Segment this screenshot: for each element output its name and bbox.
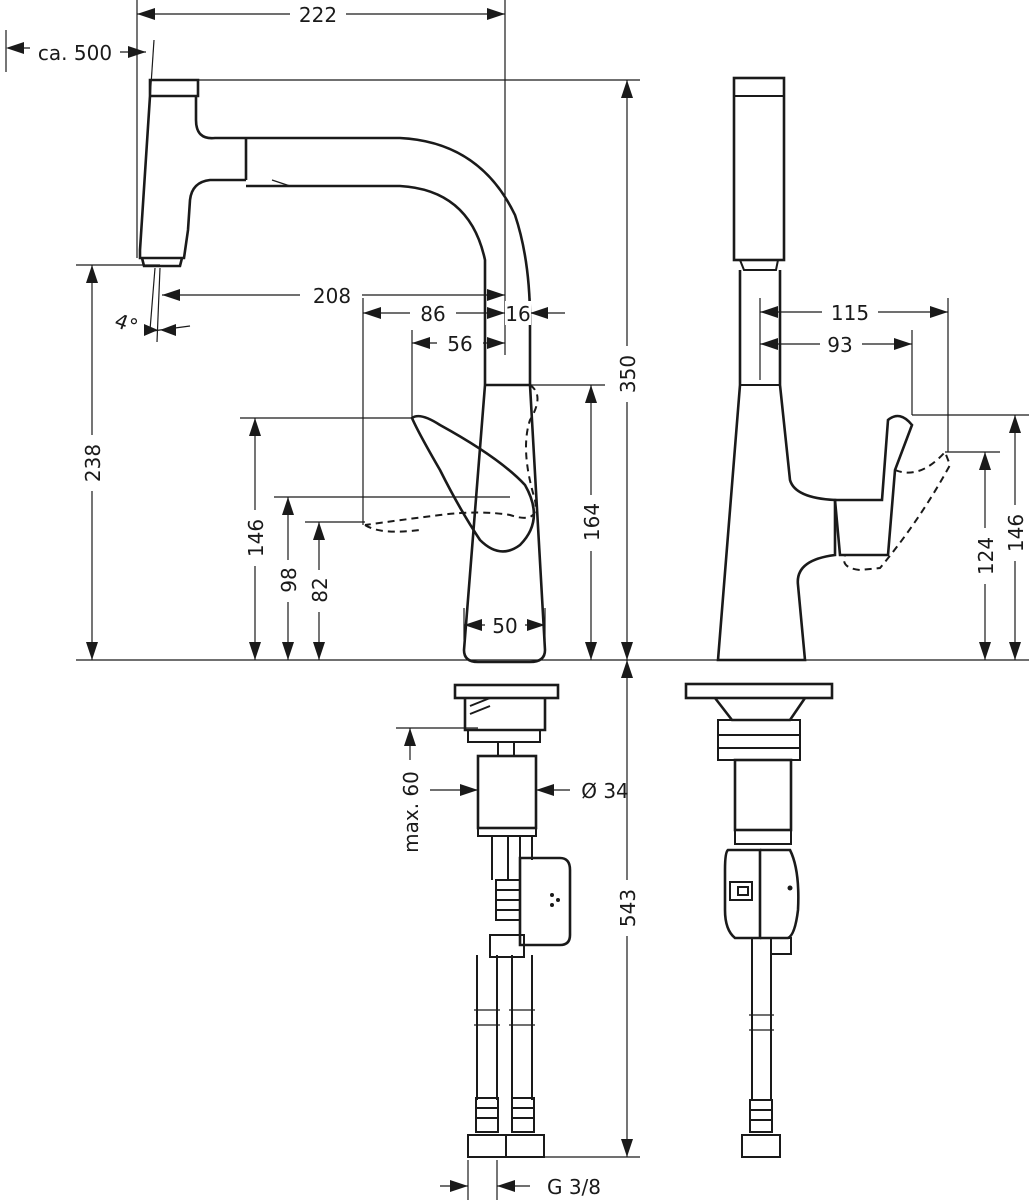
dim-50: 50 bbox=[492, 614, 517, 638]
dim-146: 146 bbox=[244, 519, 268, 557]
body-outline bbox=[462, 383, 547, 664]
side-body bbox=[716, 270, 837, 662]
side-view bbox=[684, 76, 952, 1158]
upper-fitting bbox=[489, 879, 525, 958]
spray-head bbox=[138, 78, 248, 268]
dim-350: 350 bbox=[616, 355, 640, 393]
spout-outline bbox=[194, 96, 532, 385]
dim-222: 222 bbox=[299, 3, 337, 27]
dimension-labels: 222 ca. 500 208 86 16 56 4° 238 146 98 8… bbox=[38, 2, 1028, 1199]
dim-208: 208 bbox=[313, 284, 351, 308]
dim-max-60: max. 60 bbox=[399, 771, 423, 853]
dim-diameter-34: Ø 34 bbox=[581, 779, 629, 803]
mounting-shank bbox=[476, 754, 538, 830]
lever-handle-open-position bbox=[364, 384, 539, 526]
side-lever bbox=[833, 414, 914, 557]
dim-164: 164 bbox=[580, 503, 604, 541]
dim-g-3-8: G 3/8 bbox=[547, 1175, 601, 1199]
dim-543: 543 bbox=[616, 889, 640, 927]
dim-86: 86 bbox=[420, 302, 445, 326]
dim-238: 238 bbox=[81, 444, 105, 482]
dimension-arrows bbox=[6, 8, 1021, 1192]
supply-hoses bbox=[476, 836, 533, 1100]
thread-fittings bbox=[467, 1097, 545, 1158]
dim-115: 115 bbox=[831, 301, 869, 325]
dim-ca-500: ca. 500 bbox=[38, 41, 112, 65]
dim-124: 124 bbox=[974, 537, 998, 575]
front-view bbox=[138, 78, 572, 1158]
dim-93: 93 bbox=[827, 333, 852, 357]
dim-146-side: 146 bbox=[1004, 514, 1028, 552]
dim-4-degrees: 4° bbox=[112, 308, 142, 338]
diverter-box bbox=[518, 856, 572, 947]
escutcheon bbox=[453, 683, 560, 700]
dim-16: 16 bbox=[505, 302, 530, 326]
dim-56: 56 bbox=[447, 332, 472, 356]
lever-handle bbox=[410, 414, 536, 553]
dim-98: 98 bbox=[277, 567, 301, 592]
side-control-box bbox=[723, 848, 762, 940]
side-spray-head bbox=[732, 76, 786, 262]
dim-82: 82 bbox=[308, 577, 332, 602]
dimension-lines bbox=[5, 0, 1029, 1200]
